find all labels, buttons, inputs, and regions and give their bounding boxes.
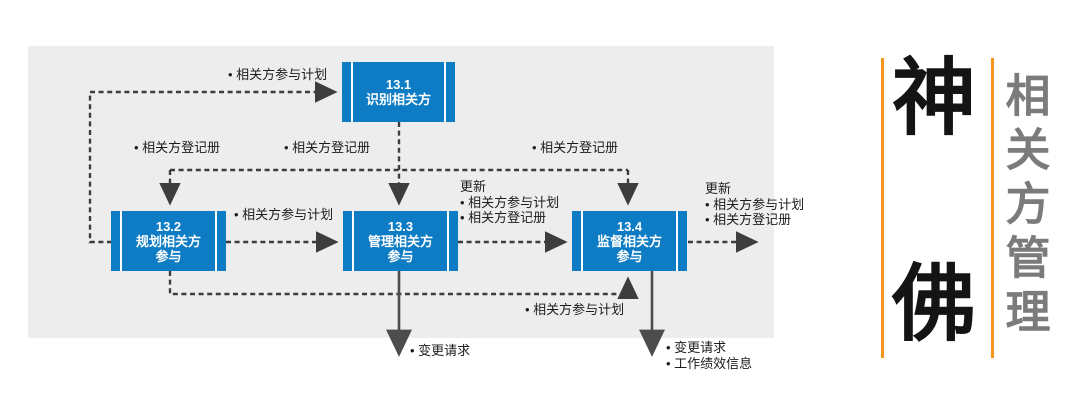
label-stakeholder-engagement-plan-mid: • 相关方参与计划 [234, 207, 334, 222]
label-stakeholder-engagement-plan-bottom: • 相关方参与计划 [525, 302, 625, 317]
process-code: 13.4 [616, 218, 643, 234]
process-box-13-2: 13.2 规划相关方 参与 [111, 211, 226, 271]
process-box-13-3: 13.3 管理相关方 参与 [343, 211, 458, 271]
vertical-page-title: 相关方管理 [998, 72, 1050, 342]
process-name: 识别相关方 [365, 92, 431, 107]
process-box-13-1: 13.1 识别相关方 [342, 62, 455, 122]
label-updates-from-13-4: 更新 • 相关方参与计划 • 相关方登记册 [705, 181, 805, 227]
accent-vertical-line-left [881, 58, 884, 358]
brand-character-bottom: 佛 [892, 257, 977, 351]
process-code: 13.3 [387, 218, 414, 234]
label-change-request-13-3: • 变更请求 [410, 343, 471, 358]
process-code: 13.2 [155, 218, 182, 234]
process-name: 管理相关方 参与 [367, 233, 433, 264]
label-stakeholder-register-right: • 相关方登记册 [532, 140, 619, 155]
label-updates-from-13-3: 更新 • 相关方参与计划 • 相关方登记册 [460, 179, 560, 225]
process-name: 规划相关方 参与 [135, 233, 201, 264]
brand-character-top: 神 [892, 51, 977, 145]
label-stakeholder-register-left: • 相关方登记册 [134, 140, 221, 155]
accent-vertical-line-right [991, 58, 994, 358]
process-name: 监督相关方 参与 [596, 233, 662, 264]
process-code: 13.1 [385, 77, 412, 92]
process-box-13-4: 13.4 监督相关方 参与 [572, 211, 687, 271]
label-stakeholder-engagement-plan-top: • 相关方参与计划 [228, 67, 328, 82]
label-stakeholder-register-mid: • 相关方登记册 [284, 140, 371, 155]
label-outputs-13-4: • 变更请求 • 工作绩效信息 [666, 340, 753, 371]
